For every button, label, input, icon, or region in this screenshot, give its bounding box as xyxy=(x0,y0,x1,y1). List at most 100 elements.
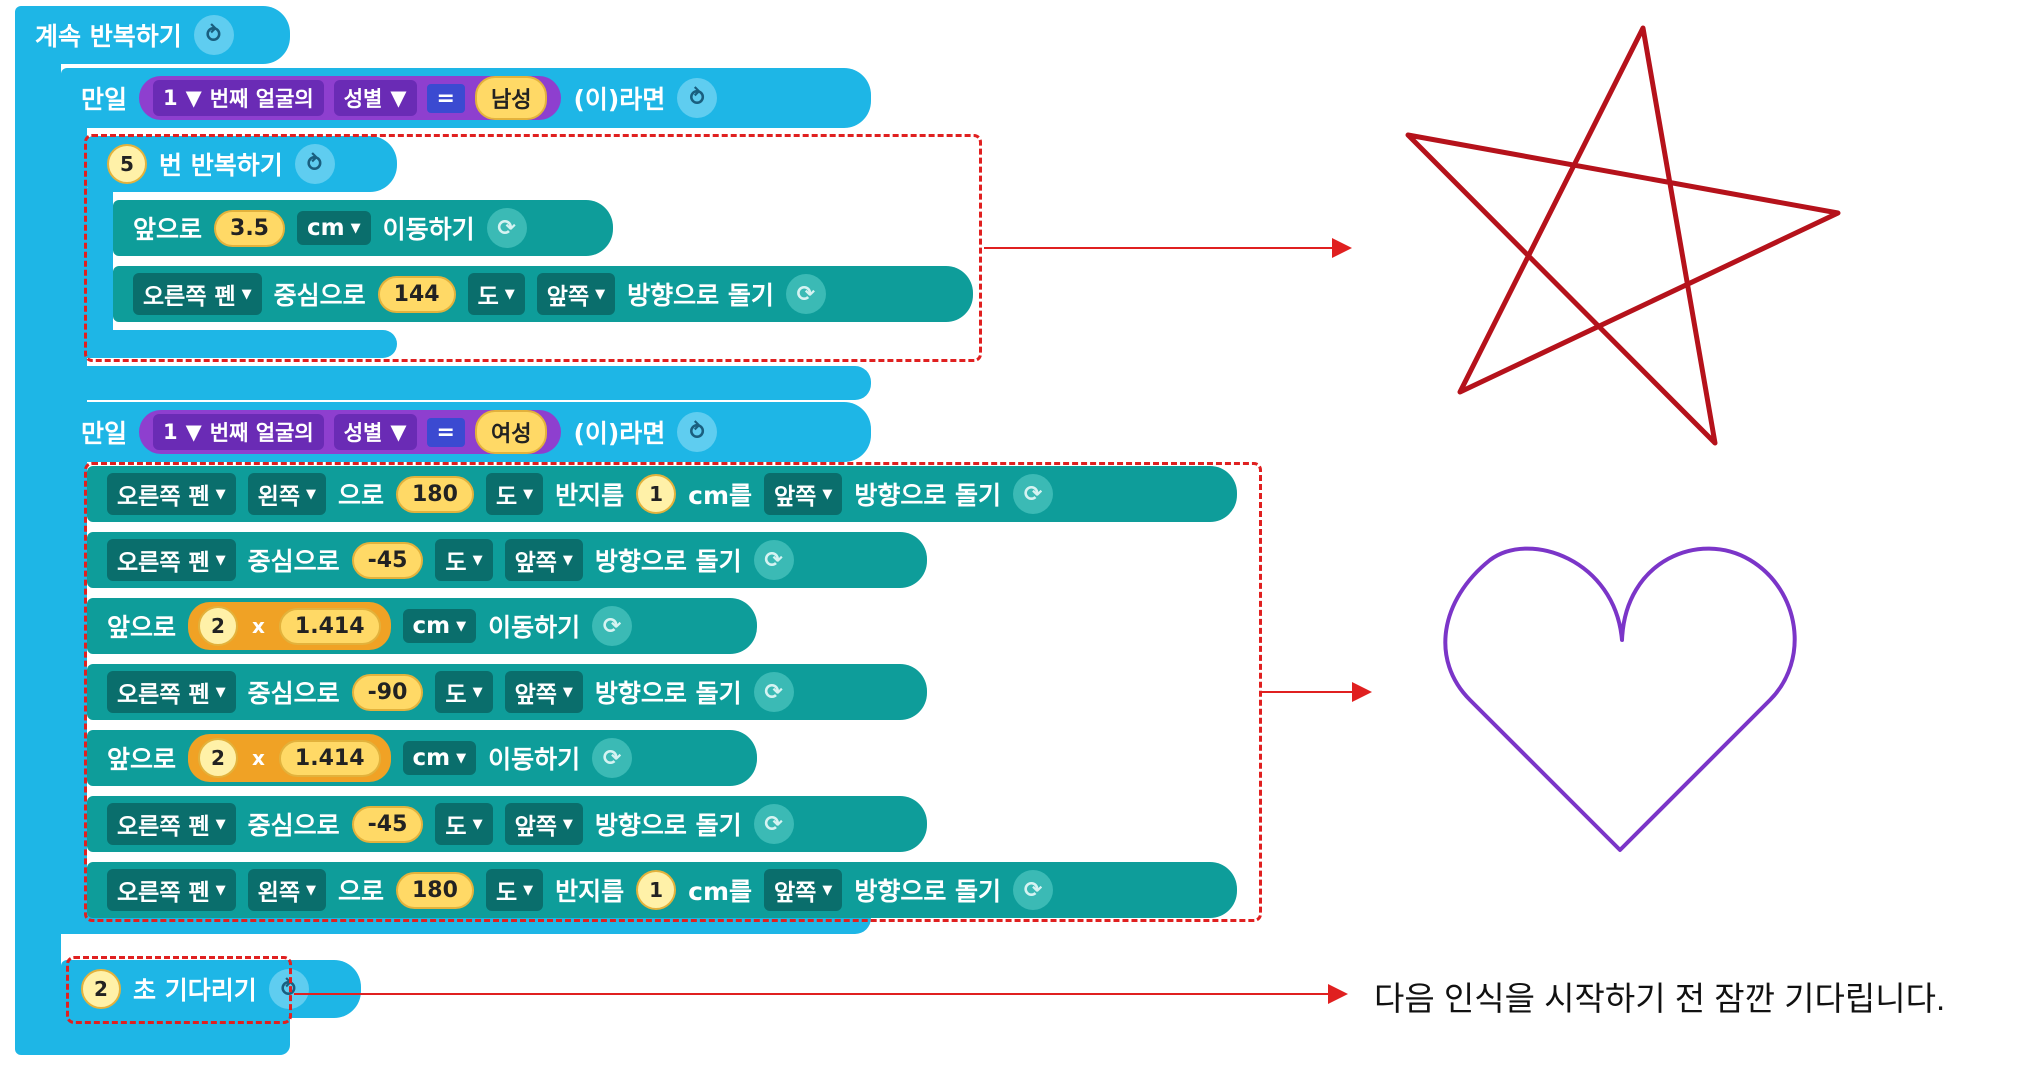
side-dropdown[interactable]: 왼쪽 ▼ xyxy=(247,473,326,515)
deg-dropdown[interactable]: 도▼ xyxy=(485,473,544,515)
if1-condition[interactable]: 1▼ 번째 얼굴의 성별▼ = 남성 xyxy=(139,76,562,120)
side-dropdown[interactable]: 왼쪽▼ xyxy=(247,869,326,911)
arc-block-1[interactable]: 오른쪽 펜▼ 왼쪽▼ 으로 180 도▼ 반지름 1 cm를 앞쪽▼ 방향으로 … xyxy=(87,466,1237,522)
forever-header[interactable]: 계속 반복하기 ⥁ xyxy=(15,6,290,64)
rotate-block[interactable]: 오른쪽 펜▼ 중심으로 144 도▼ 앞쪽▼ 방향으로 돌기 ⟳ xyxy=(113,266,973,322)
repeat-count[interactable]: 5 xyxy=(107,144,147,184)
unit-dropdown[interactable]: cm▼ xyxy=(297,211,371,245)
dir-label: 앞쪽 xyxy=(514,814,557,840)
chevron-down-icon: ▼ xyxy=(390,86,407,110)
if1-bottom xyxy=(61,366,871,400)
center-label: 중심으로 xyxy=(247,811,340,840)
repeat-body xyxy=(87,188,113,338)
repeat-bottom xyxy=(87,330,397,358)
deg-dropdown[interactable]: 도▼ xyxy=(467,273,525,315)
wait-block[interactable]: 2 초 기다리기 ⥁ xyxy=(61,960,361,1018)
motion-icon: ⟳ xyxy=(592,606,633,646)
branch-icon: ⥁ xyxy=(677,412,718,452)
unit-dropdown[interactable]: cm ▼ xyxy=(402,609,477,643)
deg-dropdown[interactable]: 도▼ xyxy=(435,803,493,845)
chevron-down-icon: ▼ xyxy=(472,816,483,832)
forever-container[interactable] xyxy=(15,40,61,1055)
move-forward-block-2[interactable]: 앞으로 2 x 1.414 cm▼ 이동하기 ⟳ xyxy=(87,598,757,654)
chevron-down-icon: ▼ xyxy=(215,816,226,832)
pen-dropdown[interactable]: 오른쪽 펜▼ xyxy=(107,539,236,581)
side-label: 왼쪽 xyxy=(257,484,300,510)
pen-dropdown[interactable]: 오른쪽 펜▼ xyxy=(107,869,236,911)
if2-operator: = xyxy=(426,417,465,447)
rotate-angle[interactable]: 144 xyxy=(377,275,456,313)
mul-left[interactable]: 2 xyxy=(198,738,239,778)
if1-face-selector[interactable]: 1▼ 번째 얼굴의 xyxy=(153,80,324,116)
dir-dropdown[interactable]: 앞쪽▼ xyxy=(536,273,616,315)
if2-body xyxy=(61,450,87,930)
deg-dropdown[interactable]: 도▼ xyxy=(485,869,544,911)
rotate-block-3[interactable]: 오른쪽 펜▼ 중심으로 -90 도▼ 앞쪽▼ 방향으로 돌기 ⟳ xyxy=(87,664,927,720)
unit-label: cm xyxy=(412,613,451,639)
if2-condition[interactable]: 1▼ 번째 얼굴의 성별▼ = 여성 xyxy=(139,410,562,454)
loop-icon: ⥁ xyxy=(294,144,335,184)
motion-icon: ⟳ xyxy=(486,208,527,248)
mul-right[interactable]: 1.414 xyxy=(278,607,381,645)
chevron-down-icon: ▼ xyxy=(562,684,573,700)
if2-index: 1 xyxy=(163,420,178,444)
ro-label: 으로 xyxy=(337,481,384,510)
arc-angle[interactable]: 180 xyxy=(396,475,474,513)
chevron-down-icon: ▼ xyxy=(562,816,573,832)
arc-block-2[interactable]: 오른쪽 펜▼ 왼쪽▼ 으로 180 도▼ 반지름 1 cm를 앞쪽▼ 방향으로 … xyxy=(87,862,1237,918)
mul-right[interactable]: 1.414 xyxy=(278,739,381,777)
forward-action: 이동하기 xyxy=(382,215,475,244)
deg-dropdown[interactable]: 도▼ xyxy=(435,671,493,713)
chevron-down-icon: ▼ xyxy=(215,486,226,502)
if1-value[interactable]: 남성 xyxy=(474,76,548,120)
arc-radius[interactable]: 1 xyxy=(636,870,677,910)
multiply-expression[interactable]: 2 x 1.414 xyxy=(188,734,391,782)
motion-icon: ⟳ xyxy=(592,738,633,778)
arc-angle[interactable]: 180 xyxy=(396,871,474,909)
mul-left[interactable]: 2 xyxy=(198,606,239,646)
move-forward-block[interactable]: 앞으로 3.5 cm▼ 이동하기 ⟳ xyxy=(113,200,613,256)
repeat-header[interactable]: 5 번 반복하기 ⥁ xyxy=(87,136,397,192)
dir-dropdown[interactable]: 앞쪽▼ xyxy=(764,869,843,911)
multiply-expression[interactable]: 2 x 1.414 xyxy=(188,602,391,650)
dir-dropdown[interactable]: 앞쪽▼ xyxy=(504,539,583,581)
pen-dropdown[interactable]: 오른쪽 펜 ▼ xyxy=(107,473,236,515)
turn-label: 방향으로 돌기 xyxy=(627,281,774,310)
if2-value[interactable]: 여성 xyxy=(474,410,548,454)
chevron-down-icon: ▼ xyxy=(305,486,316,502)
pen-dropdown[interactable]: 오른쪽 펜▼ xyxy=(107,671,236,713)
pen-label: 오른쪽 펜 xyxy=(117,484,210,510)
if2-header[interactable]: 만일 1▼ 번째 얼굴의 성별▼ = 여성 (이)라면 ⥁ xyxy=(61,402,871,462)
chevron-down-icon: ▼ xyxy=(472,552,483,568)
chevron-down-icon: ▼ xyxy=(456,618,467,634)
pen-dropdown[interactable]: 오른쪽 펜▼ xyxy=(107,803,236,845)
if2-face-selector[interactable]: 1▼ 번째 얼굴의 xyxy=(153,414,324,450)
motion-icon: ⟳ xyxy=(1013,870,1054,910)
chevron-down-icon: ▼ xyxy=(523,486,534,502)
pen-dropdown[interactable]: 오른쪽 펜▼ xyxy=(133,273,262,315)
unit-label: cm xyxy=(412,745,451,771)
deg-dropdown[interactable]: 도▼ xyxy=(435,539,493,581)
dir-dropdown[interactable]: 앞쪽▼ xyxy=(764,473,843,515)
rotate-block-2[interactable]: 오른쪽 펜▼ 중심으로 -45 도▼ 앞쪽▼ 방향으로 돌기 ⟳ xyxy=(87,532,927,588)
rotate-block-4[interactable]: 오른쪽 펜▼ 중심으로 -45 도▼ 앞쪽▼ 방향으로 돌기 ⟳ xyxy=(87,796,927,852)
if1-attr-dropdown[interactable]: 성별▼ xyxy=(333,80,417,116)
dir-dropdown[interactable]: 앞쪽 ▼ xyxy=(504,803,583,845)
dir-dropdown[interactable]: 앞쪽▼ xyxy=(504,671,583,713)
forever-label: 계속 반복하기 xyxy=(35,22,182,51)
mul-operator: x xyxy=(252,614,265,638)
rotate-angle[interactable]: -45 xyxy=(351,541,424,579)
rotate-angle[interactable]: -90 xyxy=(351,673,424,711)
wait-seconds[interactable]: 2 xyxy=(81,969,121,1009)
if2-attr-dropdown[interactable]: 성별▼ xyxy=(333,414,417,450)
move-forward-block-3[interactable]: 앞으로 2 x 1.414 cm▼ 이동하기 ⟳ xyxy=(87,730,757,786)
rotate-angle[interactable]: -45 xyxy=(351,805,424,843)
forward-distance[interactable]: 3.5 xyxy=(214,209,285,247)
unit-dropdown[interactable]: cm▼ xyxy=(402,741,477,775)
if1-operator: = xyxy=(426,83,465,113)
chevron-down-icon: ▼ xyxy=(504,286,515,302)
mul-operator: x xyxy=(252,746,265,770)
star-code-highlight xyxy=(84,134,982,362)
if1-header[interactable]: 만일 1▼ 번째 얼굴의 성별▼ = 남성 (이)라면 ⥁ xyxy=(61,68,871,128)
arc-radius[interactable]: 1 xyxy=(636,474,677,514)
